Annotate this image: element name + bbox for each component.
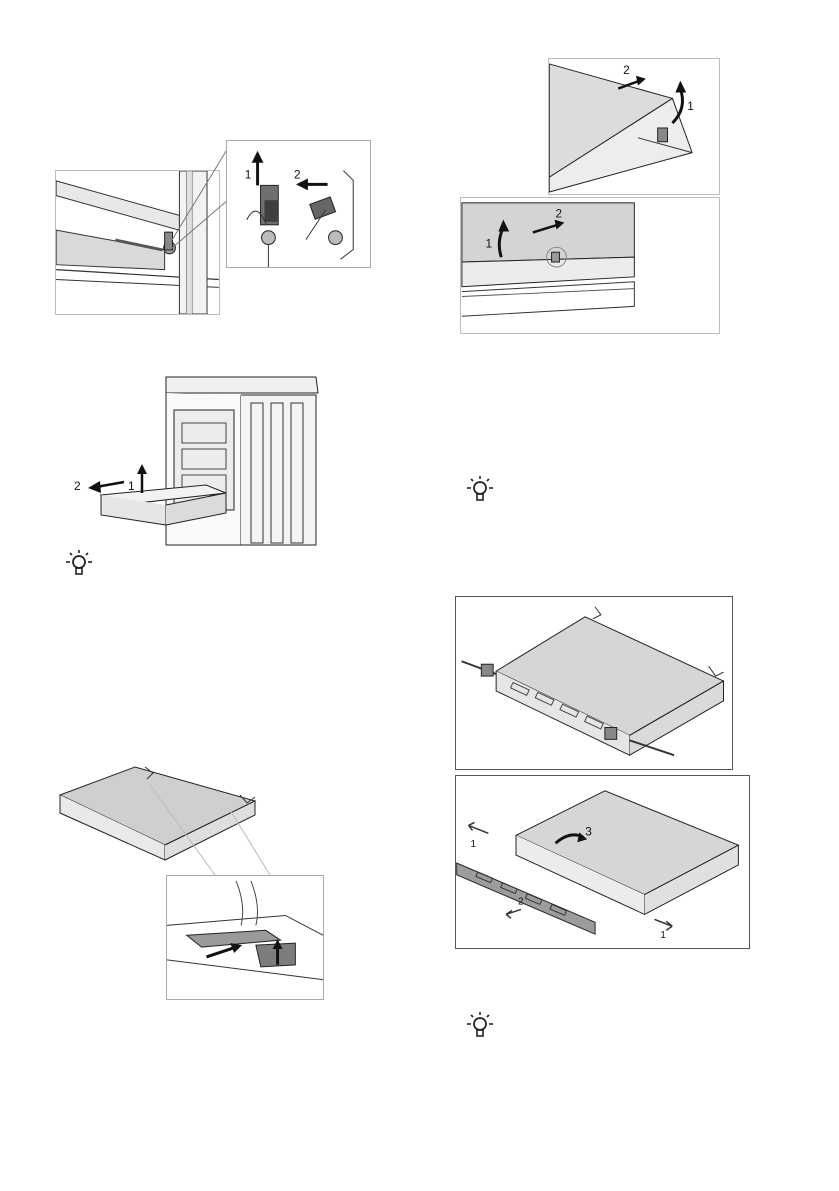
step-label-3: 3 <box>585 824 592 838</box>
door-frame-removed-figure: 1 2 3 1 <box>455 775 750 949</box>
step-label-2: 2 <box>294 167 301 181</box>
glass-panel-clips-figure <box>55 765 330 875</box>
door-glass-top-figure: 1 2 <box>548 58 720 195</box>
step-label-2: 2 <box>623 63 630 77</box>
hinge-detail-illustration: 1 2 <box>227 141 370 267</box>
glass-clip-detail-illustration <box>167 876 323 999</box>
oven-door-removal-figure: 1 2 <box>66 365 358 547</box>
door-frame-removed-illustration: 1 2 3 1 <box>456 776 749 948</box>
step-label-1: 1 <box>471 839 477 850</box>
door-glass-panel-illustration <box>55 765 330 875</box>
step-label-1: 1 <box>687 99 694 113</box>
zoom-callout-lines <box>170 140 230 250</box>
door-panel-illustration <box>456 597 732 769</box>
step-label-2: 2 <box>74 479 81 493</box>
door-glass-bottom-figure: 1 2 <box>460 197 720 334</box>
step-label-1: 1 <box>128 479 135 493</box>
tip-bulb-icon <box>62 548 96 582</box>
hinge-zoom-figure: 1 2 <box>226 140 371 268</box>
step-label-2: 2 <box>518 897 524 908</box>
glass-clip-zoom-figure <box>166 875 324 1000</box>
step-label-1: 1 <box>486 236 493 250</box>
step-label-1: 1 <box>245 167 252 181</box>
step-label-2: 2 <box>556 207 563 221</box>
tip-bulb-icon <box>463 1010 497 1044</box>
door-panel-figure <box>455 596 733 770</box>
door-glass-slide-illustration: 1 2 <box>461 198 719 333</box>
oven-door-removal-illustration: 1 2 <box>66 365 358 547</box>
step-label-1b: 1 <box>660 930 666 941</box>
door-glass-lift-illustration: 1 2 <box>549 59 719 194</box>
tip-bulb-icon <box>463 474 497 508</box>
